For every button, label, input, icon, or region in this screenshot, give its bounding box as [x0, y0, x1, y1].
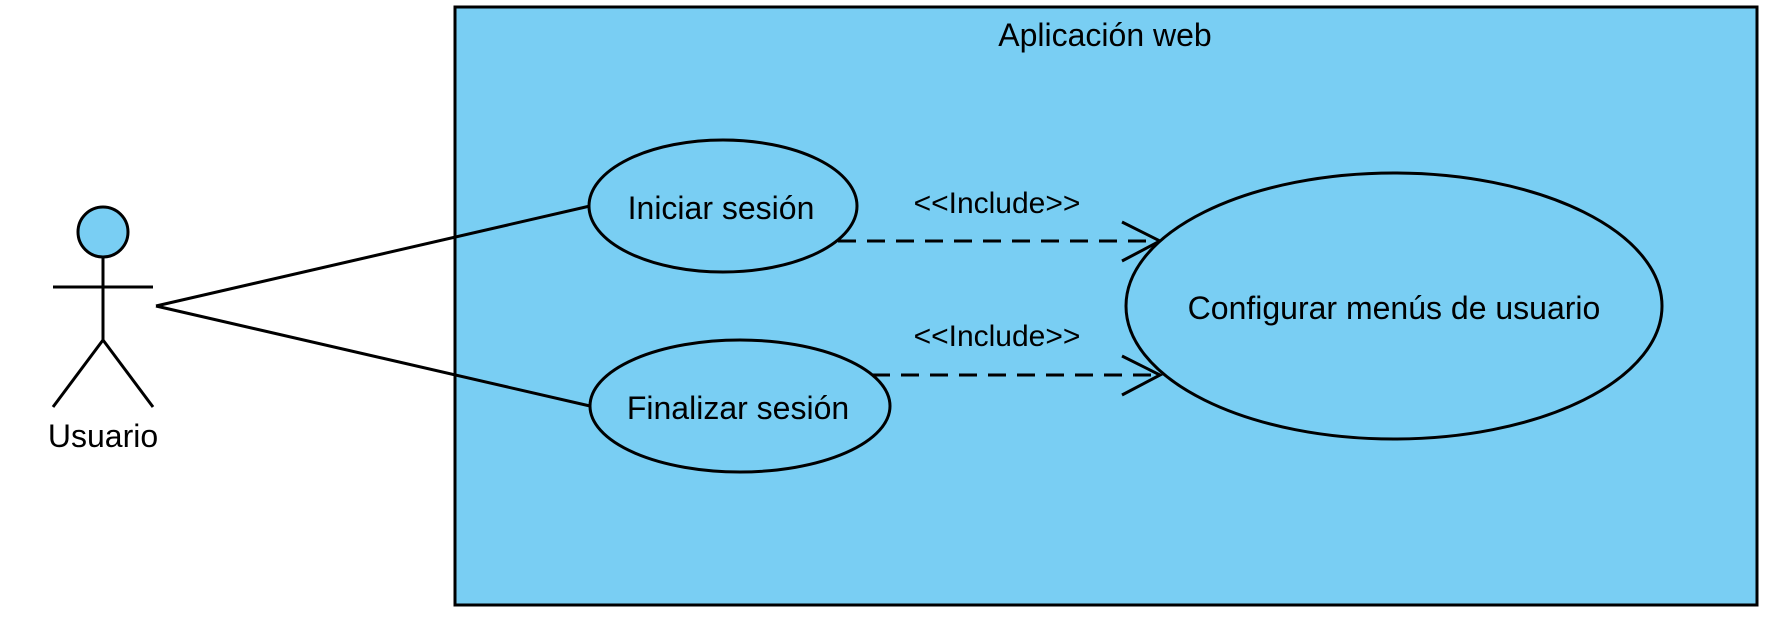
- actor-head-icon: [76, 205, 130, 259]
- use-case-login[interactable]: Iniciar sesión: [587, 138, 859, 274]
- use-case-login-ellipse[interactable]: [587, 138, 859, 274]
- use-case-logout-label: Finalizar sesión: [627, 390, 849, 426]
- include-relation-login: <<Include>>: [838, 187, 1164, 263]
- use-case-configure-ellipse[interactable]: [1124, 171, 1664, 441]
- use-case-configure-label: Configurar menús de usuario: [1188, 290, 1601, 326]
- actor-body-icon: [51, 257, 155, 408]
- association-logout: [155, 304, 591, 408]
- use-case-configure[interactable]: Configurar menús de usuario: [1124, 171, 1664, 441]
- include-label-logout: <<Include>>: [914, 320, 1081, 353]
- association-login: [155, 204, 591, 308]
- system-boundary-title: Aplicación web: [998, 17, 1211, 53]
- use-case-login-label: Iniciar sesión: [628, 190, 815, 226]
- actor-label: Usuario: [48, 418, 158, 454]
- include-label-login: <<Include>>: [914, 187, 1081, 220]
- associations: [155, 204, 591, 408]
- include-arrowhead-logout: [1121, 354, 1164, 397]
- use-case-logout-ellipse[interactable]: [588, 338, 892, 474]
- include-relation-logout: <<Include>>: [872, 320, 1164, 397]
- actor-usuario[interactable]: Usuario: [48, 205, 158, 454]
- use-case-logout[interactable]: Finalizar sesión: [588, 338, 892, 474]
